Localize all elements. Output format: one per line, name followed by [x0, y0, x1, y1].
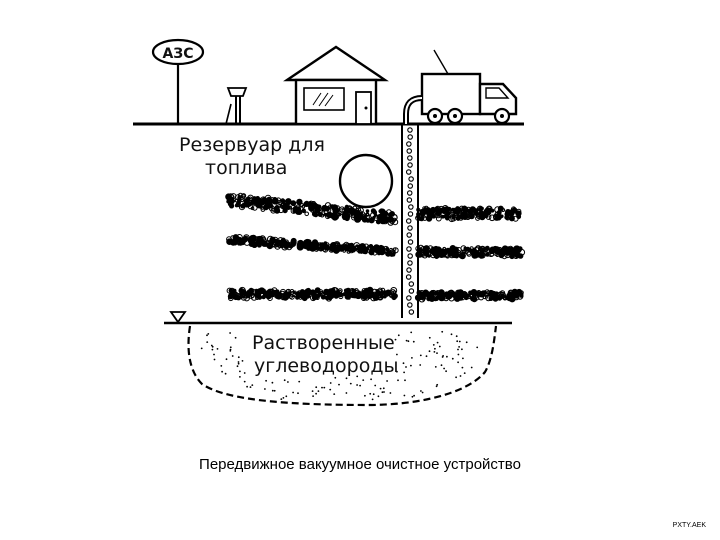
gas-station-sign: АЗС [151, 38, 205, 124]
fuel-pump [225, 87, 248, 125]
contaminated-soil-layers [225, 192, 526, 303]
well-pipe [401, 124, 419, 318]
footer-credit: PXTY.AEK [672, 522, 706, 529]
reservoir-label-line1: Резервуар для [179, 134, 325, 156]
diagram-caption: Передвижное вакуумное очистное устройств… [199, 456, 521, 473]
gas-station-sign-label: АЗС [162, 46, 193, 62]
dissolved-hydrocarbons-plume [187, 325, 498, 407]
building-door [355, 91, 372, 125]
hydrocarbons-label-line2: углеводороды [254, 355, 398, 377]
hydrocarbons-label-line1: Растворенные [252, 332, 395, 354]
reservoir-label-line2: топлива [205, 157, 287, 179]
water-table-marker [164, 311, 512, 325]
fuel-tank [338, 153, 394, 209]
station-building [283, 45, 389, 126]
vacuum-truck [420, 49, 518, 125]
suction-hose [403, 95, 423, 124]
